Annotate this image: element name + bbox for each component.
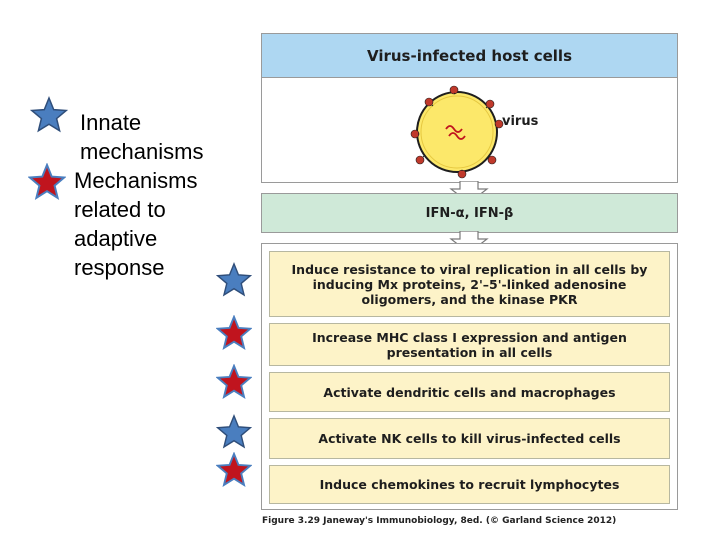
effect-row: Increase MHC class I expression and anti…	[269, 323, 670, 366]
effect-row: Induce chemokines to recruit lymphocytes	[269, 465, 670, 504]
innate-star-icon	[30, 96, 68, 133]
row-2-adaptive-star-icon	[216, 315, 252, 351]
legend-adaptive-line-4: response	[74, 255, 165, 280]
legend-innate-line-1: Innate	[80, 110, 142, 135]
legend-adaptive-line-1: Mechanisms	[74, 168, 198, 193]
virus-label: virus	[502, 114, 539, 129]
row-4-innate-star-icon	[216, 414, 252, 449]
infected-cells-panel: Virus-infected host cells	[261, 33, 678, 183]
effects-panel: Induce resistance to viral replication i…	[261, 243, 678, 510]
effect-row: Activate NK cells to kill virus-infected…	[269, 418, 670, 459]
ifn-band: IFN-α, IFN-β	[261, 193, 678, 233]
interferon-figure: Virus-infected host cells	[261, 33, 678, 510]
legend-innate-line-2: mechanisms	[80, 139, 204, 164]
infected-cell-icon	[410, 85, 504, 179]
row-1-innate-star-icon	[216, 262, 252, 297]
effect-row: Induce resistance to viral replication i…	[269, 251, 670, 317]
row-5-adaptive-star-icon	[216, 452, 252, 488]
effect-row: Activate dendritic cells and macrophages	[269, 372, 670, 412]
legend-adaptive-line-3: adaptive	[74, 226, 158, 251]
figure-caption: Figure 3.29 Janeway's Immunobiology, 8ed…	[262, 516, 617, 526]
legend-adaptive-line-2: related to	[74, 197, 166, 222]
legend: Innate mechanisms Mechanisms related to …	[28, 96, 250, 282]
row-3-adaptive-star-icon	[216, 364, 252, 400]
adaptive-star-icon	[28, 163, 66, 200]
panel-header: Virus-infected host cells	[262, 34, 677, 78]
